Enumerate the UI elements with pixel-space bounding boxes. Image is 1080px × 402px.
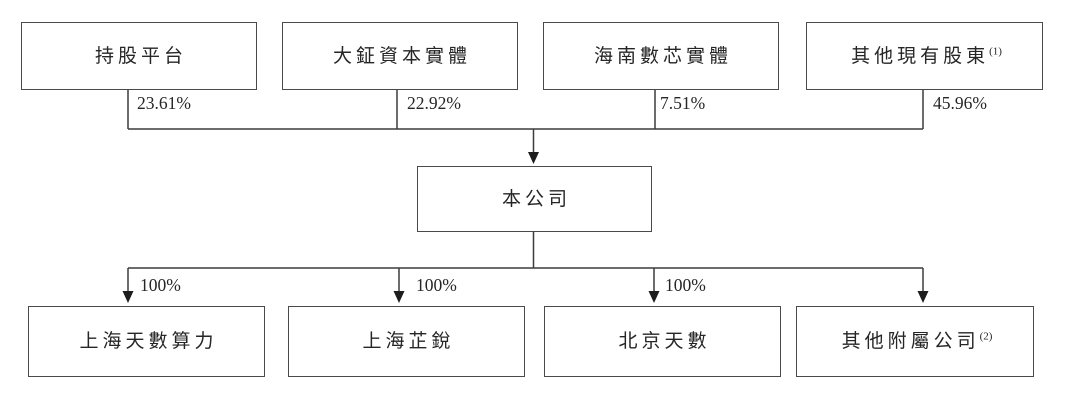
box-holding-platform: 持股平台 <box>21 22 257 90</box>
box-hainan-shuxin-entities-label: 海南數芯實體 <box>593 45 732 67</box>
ownership-pct-beijing-tianshu: 100% <box>665 275 706 295</box>
box-the-company: 本公司 <box>417 166 652 232</box>
box-other-existing-shareholders-text: 其他現有股東 <box>851 45 990 67</box>
box-shanghai-zhirui-label: 上海芷銳 <box>362 331 455 352</box>
box-beijing-tianshu: 北京天數 <box>544 306 781 377</box>
box-shanghai-zhirui: 上海芷銳 <box>288 306 525 377</box>
box-dcp-capital-entities-label: 大鉦資本實體 <box>332 45 471 67</box>
box-other-existing-shareholders-label: 其他現有股東(1) <box>847 45 1002 67</box>
box-other-subsidiaries-text: 其他附屬公司 <box>841 331 980 352</box>
shareholder-drop-lines <box>127 90 924 129</box>
ownership-pct-shanghai-zhirui: 100% <box>416 275 457 295</box>
box-other-subsidiaries: 其他附屬公司(2) <box>796 306 1034 377</box>
box-the-company-label: 本公司 <box>501 188 571 210</box>
box-beijing-tianshu-label: 北京天數 <box>618 331 711 352</box>
ownership-pct-other-existing-shareholders: 45.96% <box>933 93 987 113</box>
ownership-pct-hainan-shuxin-entities: 7.51% <box>660 93 706 113</box>
ownership-pct-shanghai-tianshu-suanli: 100% <box>140 275 181 295</box>
ownership-pct-holding-platform: 23.61% <box>137 93 191 113</box>
box-dcp-capital-entities: 大鉦資本實體 <box>282 22 518 90</box>
footnote-ref-1: (1) <box>989 45 1002 58</box>
box-other-existing-shareholders: 其他現有股東(1) <box>806 22 1043 90</box>
box-other-subsidiaries-label: 其他附屬公司(2) <box>838 330 993 352</box>
box-shanghai-tianshu-suanli: 上海天數算力 <box>28 306 265 377</box>
box-shanghai-tianshu-suanli-label: 上海天數算力 <box>79 331 218 352</box>
box-holding-platform-label: 持股平台 <box>94 45 187 67</box>
ownership-pct-dcp-capital-entities: 22.92% <box>407 93 461 113</box>
footnote-ref-2: (2) <box>979 330 993 343</box>
box-hainan-shuxin-entities: 海南數芯實體 <box>543 22 779 90</box>
